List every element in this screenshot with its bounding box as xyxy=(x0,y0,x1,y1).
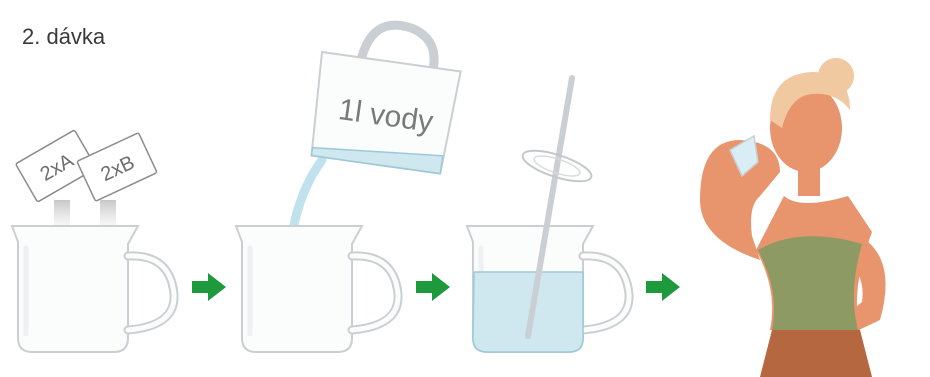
measuring-jug-filling xyxy=(236,226,398,352)
sachet-b-icon: 2xB xyxy=(77,133,157,202)
arrow-right-icon xyxy=(646,273,680,301)
measuring-jug-full xyxy=(467,226,629,352)
measuring-jug-empty xyxy=(12,226,174,352)
arrow-right-icon xyxy=(416,273,450,301)
arrow-right-icon xyxy=(192,273,226,301)
water-stream xyxy=(292,160,322,234)
pouring-jug-icon: 1l vody xyxy=(308,15,466,174)
woman-drinking-icon xyxy=(700,58,886,377)
